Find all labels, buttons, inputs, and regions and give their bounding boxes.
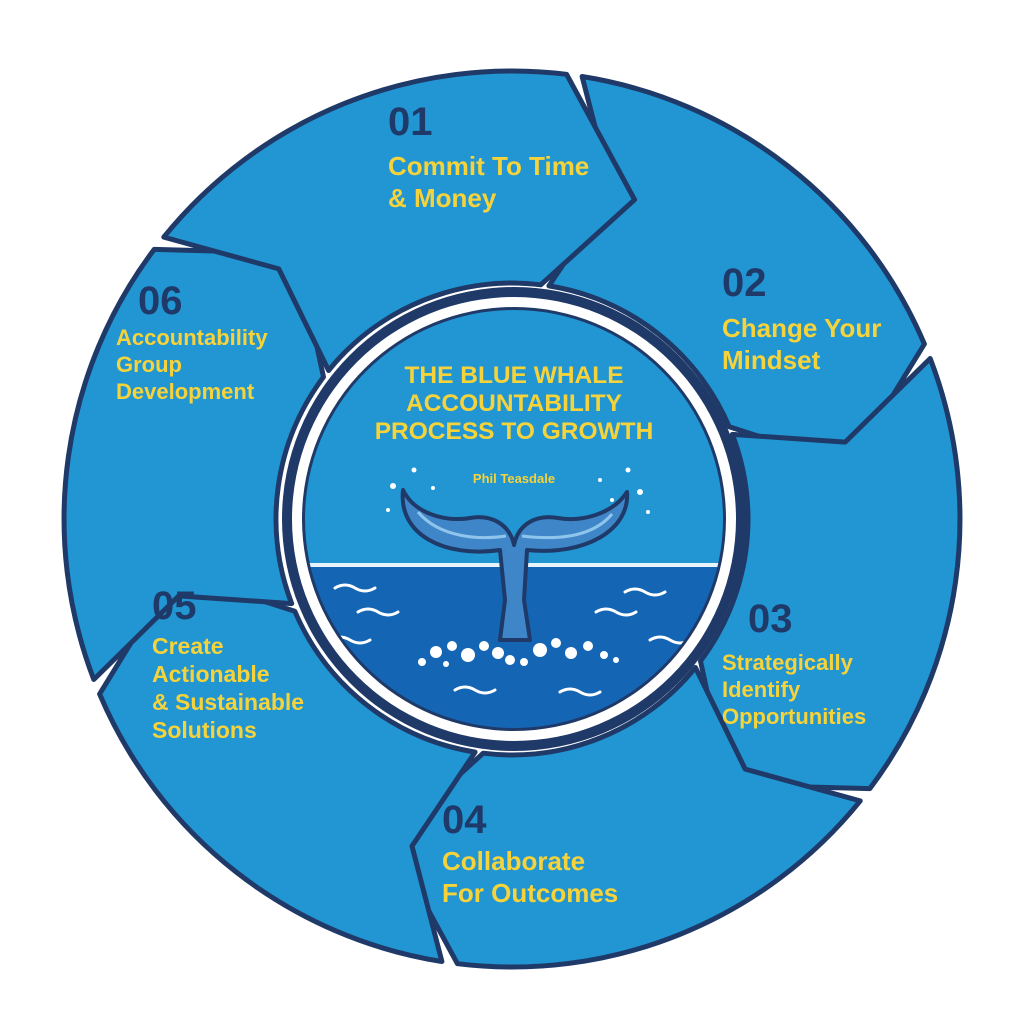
cycle-segment-06 [161,68,638,373]
step-05-label: Create Actionable & Sustainable Solution… [152,633,305,744]
cycle-segment-01 [546,74,927,468]
step-06-label: Accountability Group Development [116,325,268,404]
cycle-segment-03 [386,665,863,970]
cycle-segment-04 [97,570,478,964]
step-03-label: Strategically Identify Opportunities [722,650,867,729]
author-name: Phil Teasdale [472,471,556,486]
step-02-label: Change Your Mindset [722,313,882,375]
center-medallion [282,287,746,751]
step-03-number: 03 [748,597,793,641]
step-02-number: 02 [722,261,767,305]
cycle-segment-05 [61,246,326,682]
step-04-label: Collaborate For Outcomes [442,846,619,908]
step-04-number: 04 [442,798,487,842]
step-01-label: Commit To Time & Money [388,151,590,213]
cycle-segments [61,68,963,970]
splash-droplets [386,467,650,667]
step-06-number: 06 [138,279,183,323]
whale-tail-icon [400,488,630,642]
cycle-segment-02 [698,356,963,792]
diagram-title: THE BLUE WHALE ACCOUNTABILITY PROCESS TO… [374,362,654,446]
step-05-number: 05 [152,584,197,628]
step-01-number: 01 [388,100,433,144]
